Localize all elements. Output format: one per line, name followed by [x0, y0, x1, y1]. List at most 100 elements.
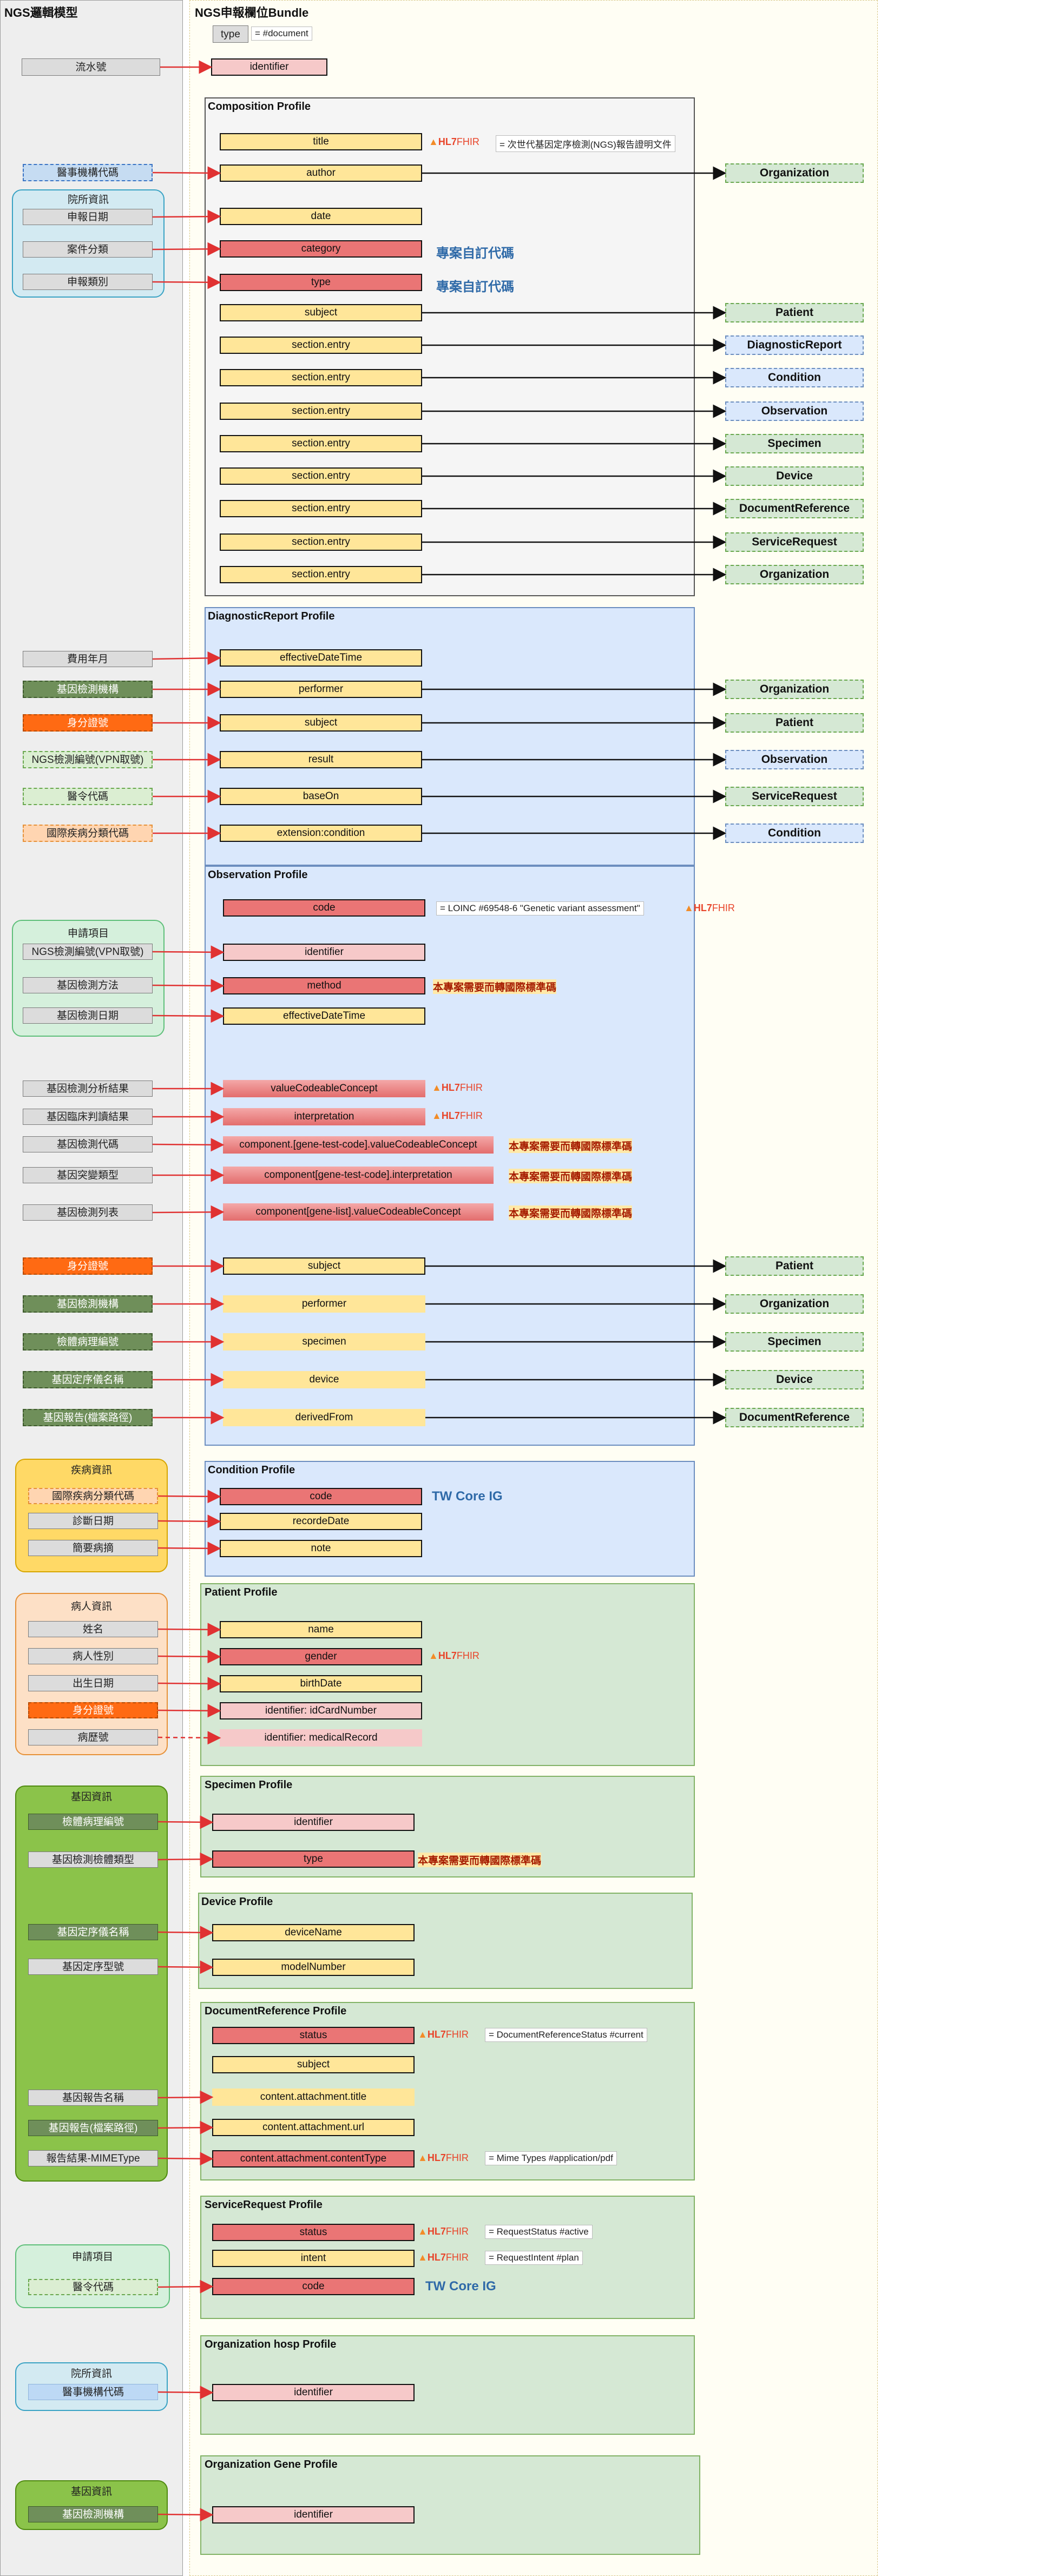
- comp-title-field: title: [220, 133, 422, 150]
- label-gene-test-org-3: 基因檢測機構: [28, 2506, 158, 2522]
- comp-section-entry-2: section.entry: [220, 369, 422, 386]
- cond-tw-core-note: TW Core IG: [432, 1489, 503, 1504]
- sr-code-field: code: [212, 2278, 415, 2295]
- comp-section-entry-4: section.entry: [220, 435, 422, 452]
- doc-title-field: content.attachment.title: [212, 2089, 415, 2106]
- comp-subject-field: subject: [220, 304, 422, 321]
- label-id-number-2: 身分證號: [23, 1257, 153, 1275]
- spec-type-field: type: [212, 1850, 415, 1868]
- label-case-category: 案件分類: [23, 241, 153, 258]
- label-specimen-type: 基因檢測檢體類型: [28, 1852, 158, 1868]
- group-apply-item-title: 申請項目: [67, 928, 109, 939]
- target-specimen-2: Specimen: [725, 1332, 864, 1352]
- label-gene-test-date: 基因檢測日期: [23, 1007, 153, 1024]
- red-arrow-34: [157, 2090, 214, 2104]
- label-gene-test-org: 基因檢測機構: [23, 681, 153, 698]
- obs-derivedfrom-field: derivedFrom: [223, 1409, 425, 1426]
- organization-gene-profile: [200, 2455, 700, 2555]
- label-sequencer-name-2: 基因定序儀名稱: [28, 1924, 158, 1940]
- fhir-flame-icon: ▲: [429, 1650, 438, 1661]
- fhir-fhir-text: FHIR: [459, 1082, 483, 1093]
- group-patient-info-title: 病人資訊: [70, 1601, 112, 1612]
- fhir-flame-icon: ▲: [418, 2226, 428, 2237]
- label-report-name: 基因報告名稱: [28, 2090, 158, 2106]
- cond-note-field: note: [220, 1540, 422, 1557]
- fhir-fhir-text: FHIR: [456, 1650, 479, 1661]
- comp-author-field: author: [220, 164, 422, 182]
- fhir-flame-icon: ▲: [418, 2252, 428, 2263]
- red-arrow-29: [157, 1704, 221, 1718]
- fhir-hl7-text: HL7: [693, 902, 712, 913]
- composition-profile-title: Composition Profile: [208, 101, 311, 113]
- red-arrow-38: [157, 2386, 214, 2400]
- label-gene-test-org-2: 基因檢測機構: [23, 1295, 153, 1313]
- target-documentreference-2: DocumentReference: [725, 1408, 864, 1427]
- label-order-code-2: 醫令代碼: [28, 2279, 158, 2295]
- obs-effective-field: effectiveDateTime: [223, 1007, 425, 1025]
- spec-identifier-field: identifier: [212, 1814, 415, 1831]
- label-gene-report-path: 基因報告(檔案路徑): [23, 1409, 153, 1426]
- fhir-fhir-text: FHIR: [712, 902, 735, 913]
- obs-code-eq: = LOINC #69548-6 "Genetic variant assess…: [436, 901, 644, 915]
- dr-effective-field: effectiveDateTime: [220, 649, 422, 667]
- fhir-flame-icon: ▲: [418, 2029, 428, 2040]
- doc-ctype-eq: = Mime Types #application/pdf: [485, 2151, 617, 2165]
- label-ngs-test-number-2: NGS檢測編號(VPN取號): [23, 944, 153, 960]
- target-organization-3: Organization: [725, 680, 864, 699]
- bundle-type-value: = #document: [251, 27, 312, 41]
- target-condition-2: Condition: [725, 823, 864, 843]
- label-hospital-code-2: 醫事機構代碼: [28, 2384, 158, 2400]
- group-hospital-info-2-title: 院所資訊: [70, 2368, 112, 2380]
- fhir-hl7-text: HL7: [427, 2029, 446, 2040]
- target-device-1: Device: [725, 466, 864, 486]
- pat-birthdate-field: birthDate: [220, 1675, 422, 1692]
- label-specimen-number-2: 檢體病理編號: [28, 1814, 158, 1830]
- comp-date-field: date: [220, 208, 422, 225]
- label-sequencer-model: 基因定序型號: [28, 1959, 158, 1975]
- label-medical-record: 病歷號: [28, 1729, 158, 1745]
- fhir-hl7-text: HL7: [438, 136, 457, 147]
- red-arrow-32: [157, 1926, 214, 1940]
- red-arrow-27: [157, 1650, 221, 1664]
- label-fee-month: 費用年月: [23, 651, 153, 667]
- obs-component-code-field: component.[gene-test-code].valueCodeable…: [223, 1136, 494, 1154]
- sr-intent-field: intent: [212, 2250, 415, 2267]
- target-organization-4: Organization: [725, 1294, 864, 1314]
- comp-section-entry-7: section.entry: [220, 533, 422, 551]
- fhir-flame-icon: ▲: [432, 1082, 442, 1093]
- fhir-fhir-text: FHIR: [445, 2152, 469, 2163]
- bundle-type-field: type: [213, 25, 248, 43]
- target-condition-1: Condition: [725, 368, 864, 387]
- red-arrow-17: [152, 1205, 225, 1219]
- dr-subject-field: subject: [220, 714, 422, 732]
- red-arrow-31: [157, 1852, 214, 1866]
- sr-status-eq: = RequestStatus #active: [485, 2225, 593, 2239]
- comp-section-entry-5: section.entry: [220, 467, 422, 485]
- bundle-identifier-field: identifier: [211, 58, 327, 76]
- target-observation-1: Observation: [725, 401, 864, 421]
- comp-type-note: 專案自訂代碼: [436, 280, 514, 294]
- fhir-flame-icon: ▲: [684, 902, 694, 913]
- dev-name-field: deviceName: [212, 1924, 415, 1941]
- orgh-identifier-field: identifier: [212, 2384, 415, 2401]
- red-arrow-26: [157, 1623, 221, 1637]
- organization-hosp-profile-title: Organization hosp Profile: [205, 2338, 337, 2350]
- doc-contenttype-field: content.attachment.contentType: [212, 2150, 415, 2167]
- specimen-profile-title: Specimen Profile: [205, 1779, 293, 1791]
- group-gene-info-2-title: 基因資訊: [70, 2486, 112, 2498]
- fhir-flame-icon: ▲: [429, 136, 438, 147]
- target-organization-1: Organization: [725, 163, 864, 183]
- doc-status-field: status: [212, 2027, 415, 2044]
- sr-status-field: status: [212, 2224, 415, 2241]
- fhir-hl7-text: HL7: [438, 1650, 457, 1661]
- fhir-fhir-text: FHIR: [459, 1110, 483, 1121]
- red-arrow-39: [157, 2508, 214, 2522]
- red-arrow-36: [157, 2152, 214, 2166]
- fhir-hl7-text: HL7: [427, 2152, 446, 2163]
- label-gene-analysis-result: 基因檢測分析結果: [23, 1081, 153, 1097]
- obs-value-field: valueCodeableConcept: [223, 1080, 425, 1097]
- group-hospital-info-title: 院所資訊: [67, 194, 109, 206]
